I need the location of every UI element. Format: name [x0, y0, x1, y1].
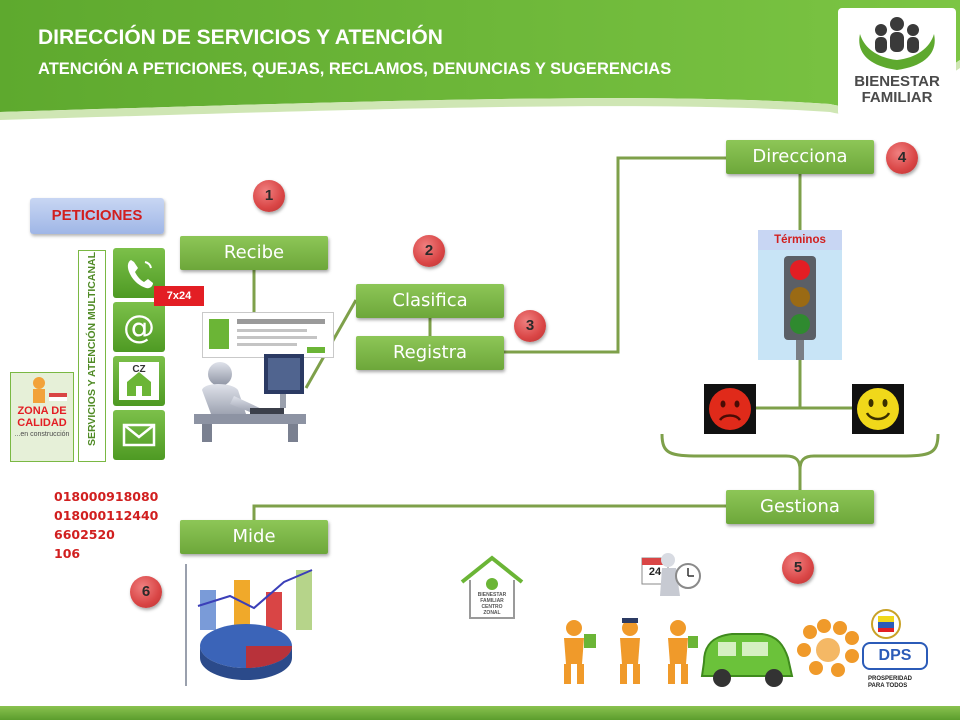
- step-number-2: 2: [413, 235, 445, 267]
- happy-face: [852, 384, 904, 434]
- cz-label: CZ: [132, 364, 146, 375]
- dps-badge: DPS: [862, 642, 928, 670]
- step-registra: Registra: [356, 336, 504, 370]
- connector-gestiona-mide: [252, 504, 728, 520]
- step-number-6: 6: [130, 576, 162, 608]
- header-banner: DIRECCIÓN DE SERVICIOS Y ATENCIÓN ATENCI…: [0, 0, 960, 120]
- step-gestiona: Gestiona: [726, 490, 874, 524]
- zona-line2: CALIDAD: [17, 417, 67, 429]
- seven-by-twenty-four-badge: 7x24: [154, 286, 204, 306]
- calendar-day: 24: [648, 566, 662, 578]
- step-number-1: 1: [253, 180, 285, 212]
- web-form-screenshot: [202, 312, 334, 358]
- multichannel-text: SERVICIOS Y ATENCIÓN MULTICANAL: [86, 251, 98, 447]
- cz-channel: CZ: [113, 356, 165, 406]
- phone-channel: [113, 248, 165, 298]
- cz-line3: CENTRO: [481, 604, 503, 610]
- envelope-icon: [122, 423, 156, 447]
- at-sign-icon: @: [123, 308, 155, 346]
- traffic-light-icon: [758, 250, 842, 360]
- statistics-illustration: [180, 560, 328, 690]
- cz-line4: ZONAL: [483, 610, 501, 616]
- phone-number: 6602520: [54, 527, 115, 542]
- web-form-icon: [209, 319, 325, 353]
- phone-number: 106: [54, 546, 81, 561]
- traffic-light: [758, 250, 842, 360]
- page-title: DIRECCIÓN DE SERVICIOS Y ATENCIÓN: [38, 26, 443, 49]
- tagline-line1: PROSPERIDAD: [868, 676, 913, 682]
- step-number-5: 5: [782, 552, 814, 584]
- bar-pie-chart-icon: [185, 564, 313, 686]
- step-number-4: 4: [886, 142, 918, 174]
- phone-numbers: 018000918080 018000112440 6602520 106: [54, 487, 158, 563]
- peticiones-label: PETICIONES: [30, 198, 164, 234]
- sad-face-icon: [709, 388, 751, 430]
- cz-line2: FAMILIAR: [480, 598, 504, 604]
- centro-zonal-logo: BIENESTAR FAMILIAR CENTRO ZONAL: [456, 552, 528, 622]
- happy-face-icon: [857, 388, 899, 430]
- svg-text:@: @: [123, 308, 155, 346]
- footer-bar: [0, 706, 960, 720]
- zona-line1: ZONA DE: [17, 405, 67, 417]
- family-hands-icon: [859, 17, 935, 70]
- mail-channel: [113, 410, 165, 460]
- bienestar-familiar-logo: BIENESTAR FAMILIAR: [838, 8, 956, 116]
- step-clasifica: Clasifica: [356, 284, 504, 318]
- construction-worker-icon: [11, 373, 73, 461]
- cz-line1: BIENESTAR: [477, 592, 507, 598]
- step-recibe: Recibe: [180, 236, 328, 270]
- calendar-clock-illustration: 24: [640, 548, 706, 614]
- phone-number: 018000918080: [54, 489, 159, 504]
- prosperidad-tagline: PROSPERIDAD PARA TODOS: [868, 676, 912, 690]
- calendar-clock-icon: [641, 553, 701, 596]
- zona-de-calidad-text: ZONA DE CALIDAD ...en construcción: [11, 405, 73, 441]
- page-subtitle: ATENCIÓN A PETICIONES, QUEJAS, RECLAMOS,…: [38, 60, 672, 78]
- email-at-channel: @: [113, 302, 165, 352]
- step-direcciona: Direcciona: [726, 140, 874, 174]
- computer-user-icon: [194, 354, 306, 442]
- logo-text-line1: BIENESTAR: [854, 73, 940, 90]
- connector-to-direcciona: [502, 156, 726, 354]
- centro-zonal-text: BIENESTAR FAMILIAR CENTRO ZONAL: [456, 592, 528, 616]
- phone-number: 018000112440: [54, 508, 159, 523]
- centro-zonal-house-icon: [460, 555, 524, 619]
- phone-icon: [127, 260, 153, 289]
- zona-line3: ...en construcción: [14, 431, 70, 438]
- step-mide: Mide: [180, 520, 328, 554]
- dps-logo: DPS PROSPERIDAD PARA TODOS: [860, 606, 928, 692]
- multichannel-label: SERVICIOS Y ATENCIÓN MULTICANAL: [78, 250, 106, 462]
- tagline-line2: PARA TODOS: [868, 683, 908, 689]
- staff-and-vehicle-illustration: [552, 606, 862, 690]
- bracket-brace: [660, 433, 940, 471]
- sad-face: [704, 384, 756, 434]
- terminos-label: Términos: [758, 230, 842, 250]
- logo-text: BIENESTAR FAMILIAR: [844, 74, 950, 106]
- person-at-computer-illustration: [184, 352, 314, 444]
- colombia-shield-icon: [871, 609, 901, 639]
- people-car-icon: [564, 618, 859, 687]
- zona-de-calidad-logo: ZONA DE CALIDAD ...en construcción: [10, 372, 74, 462]
- house-icon: [119, 362, 159, 400]
- logo-text-line2: FAMILIAR: [861, 89, 933, 106]
- step-number-3: 3: [514, 310, 546, 342]
- header-background: [0, 0, 960, 120]
